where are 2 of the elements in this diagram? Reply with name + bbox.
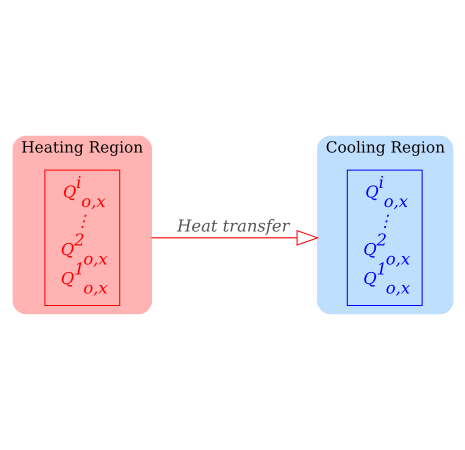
edge-label: Heat transfer	[176, 216, 289, 236]
arrow	[151, 230, 319, 246]
